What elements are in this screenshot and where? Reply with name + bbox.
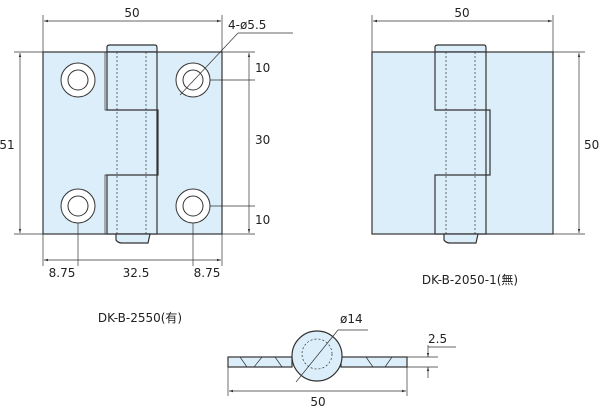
h-dim: 8.75	[49, 266, 76, 280]
thickness-dim: 2.5	[428, 332, 447, 346]
v-dim: 10	[255, 213, 270, 227]
diameter-dim: ø14	[340, 312, 363, 326]
h-dim: 32.5	[123, 266, 150, 280]
model-label: DK-B-2550(有)	[98, 311, 182, 325]
v-dim: 30	[255, 133, 270, 147]
right-view: 50 50 DK-B-2050-1(無)	[371, 6, 599, 287]
height-dim: 50	[584, 138, 599, 152]
v-dim: 10	[255, 61, 270, 75]
width-dim: 50	[454, 6, 469, 20]
hole-spec: 4-ø5.5	[228, 18, 266, 32]
h-dim: 8.75	[194, 266, 221, 280]
model-label: DK-B-2050-1(無)	[422, 272, 518, 287]
left-view: 50 51 4-ø5.5 10 30 10 8.75 32.5 8.75 DK-…	[0, 6, 293, 325]
width-dim: 50	[310, 395, 325, 409]
width-dim: 50	[124, 6, 139, 20]
height-dim: 51	[0, 138, 15, 152]
side-view: ø14 2.5 50	[227, 312, 456, 409]
